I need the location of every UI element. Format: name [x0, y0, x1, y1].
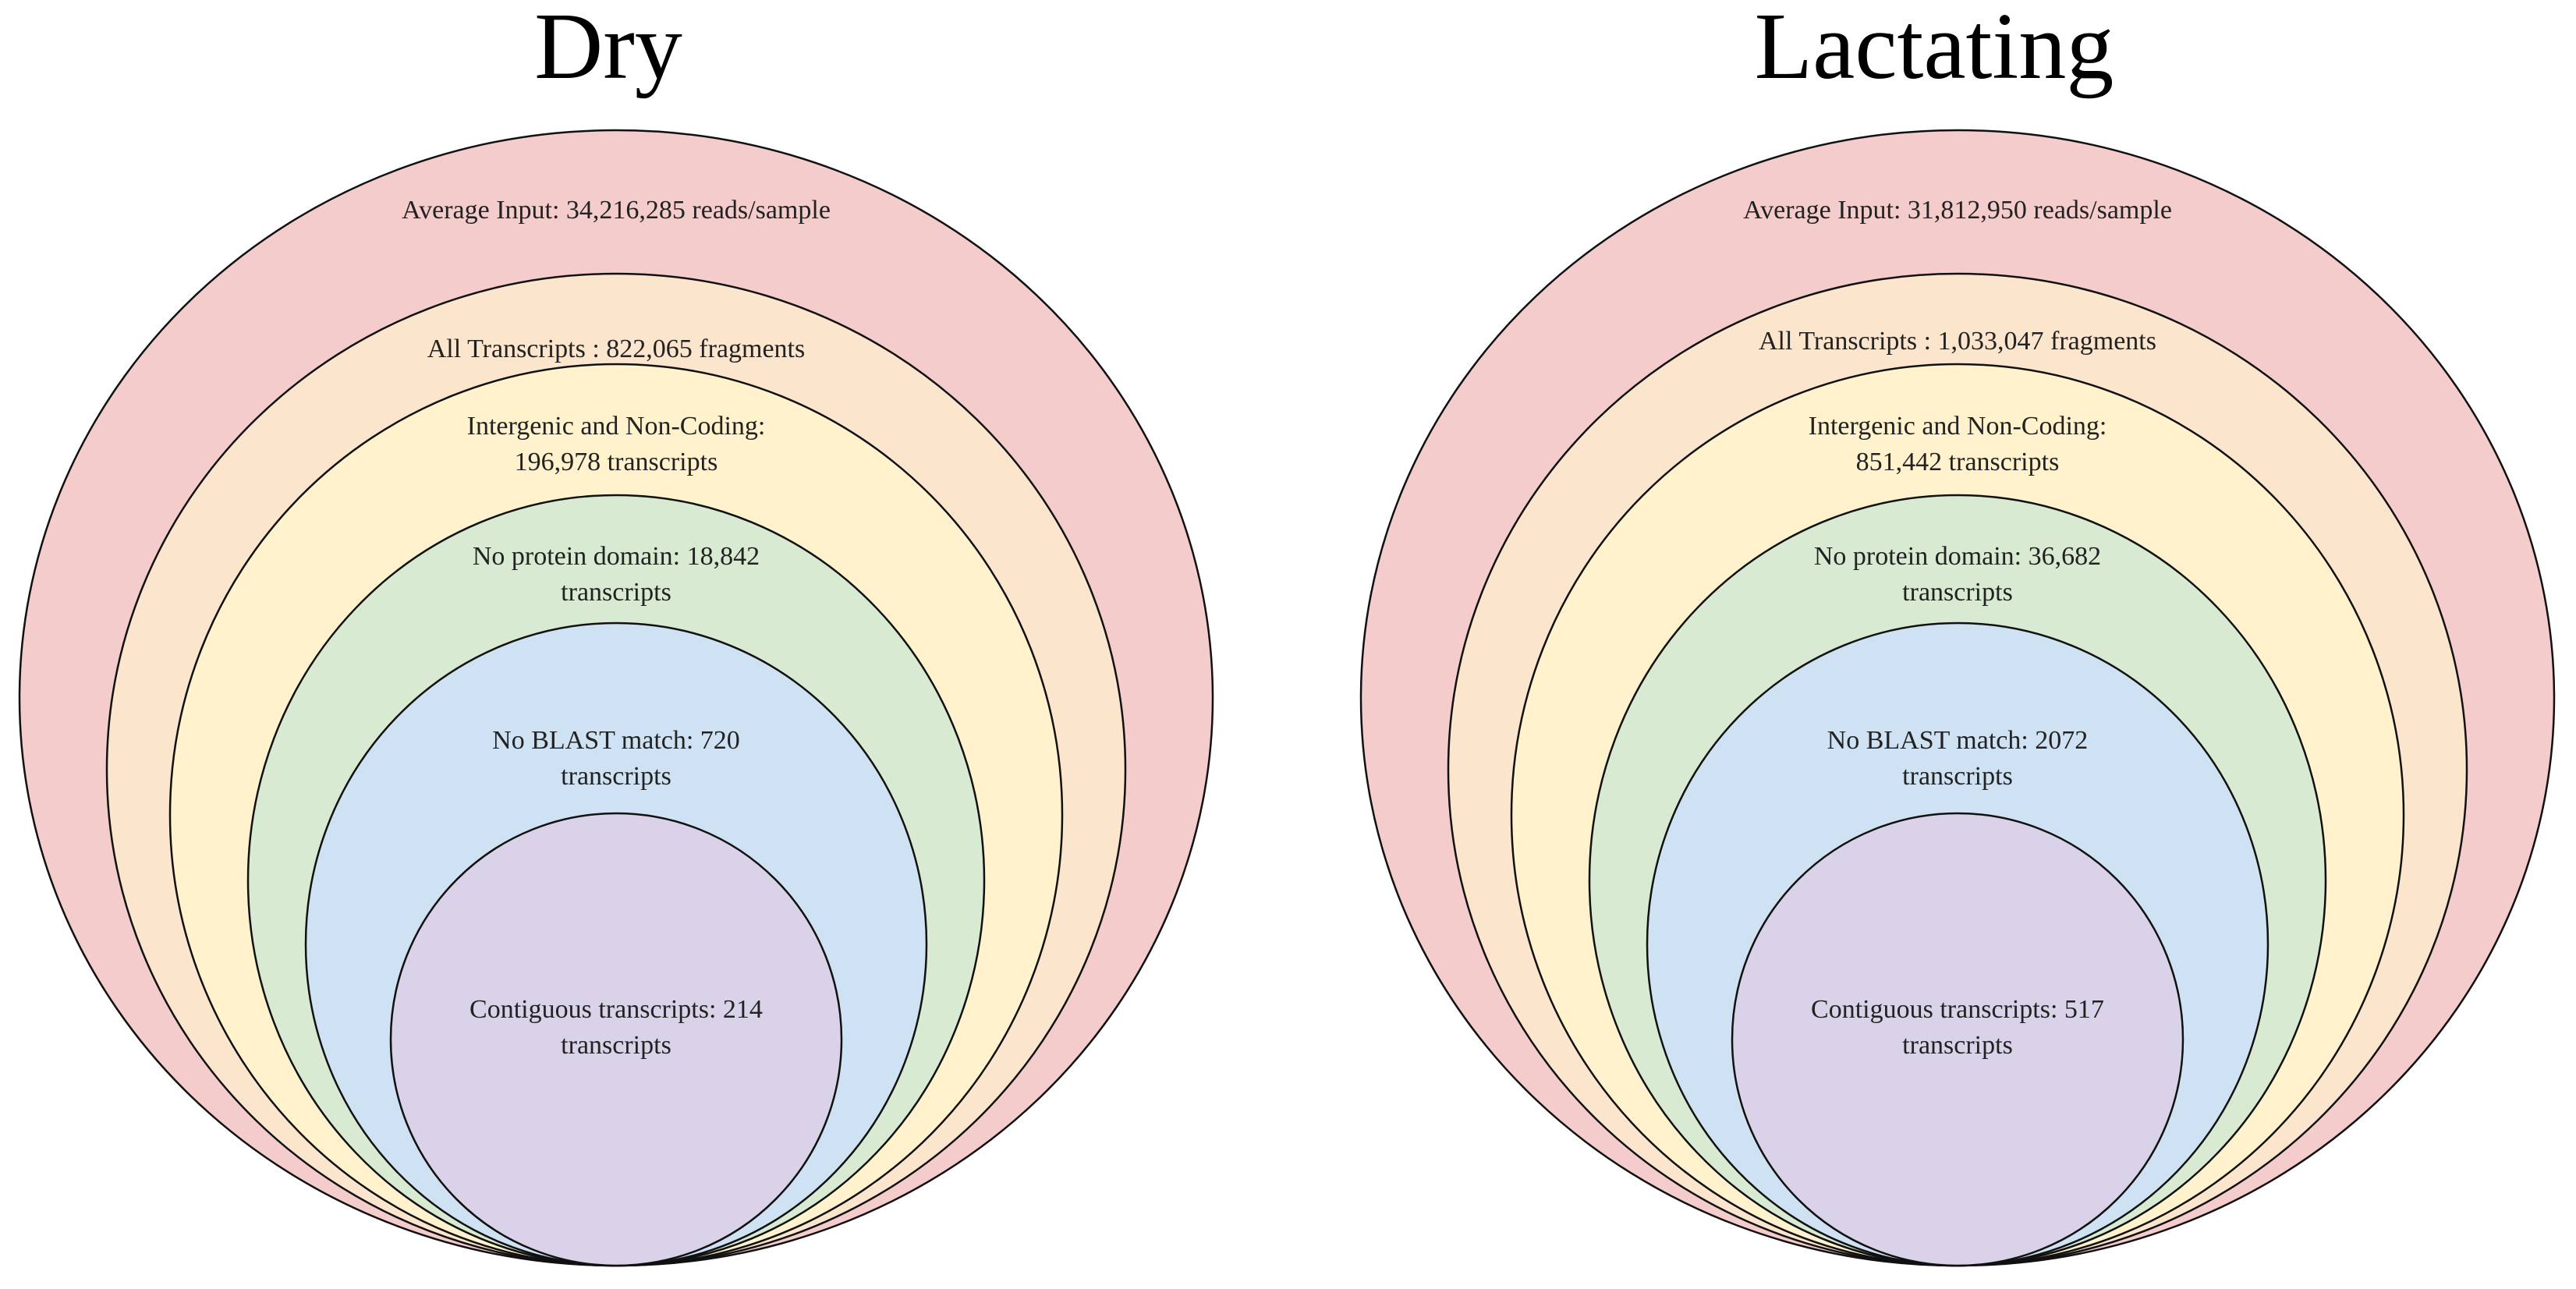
- label-no-blast-match-lactating-line-2: transcripts: [1902, 762, 2013, 791]
- label-average-input-lactating-line-1: Average Input: 31,812,950 reads/sample: [1743, 196, 2172, 225]
- label-no-blast-match-dry-line-2: transcripts: [561, 762, 671, 791]
- label-no-blast-match-lactating-line-1: No BLAST match: 2072: [1827, 726, 2089, 755]
- label-intergenic-noncoding-dry-line-1: Intergenic and Non-Coding:: [467, 412, 766, 441]
- label-all-transcripts-lactating-line-1: All Transcripts : 1,033,047 fragments: [1759, 327, 2156, 356]
- label-intergenic-noncoding-lactating-line-1: Intergenic and Non-Coding:: [1809, 412, 2107, 441]
- label-no-protein-domain-dry-line-2: transcripts: [561, 578, 671, 607]
- label-no-protein-domain-dry-line-1: No protein domain: 18,842: [473, 542, 760, 571]
- label-no-protein-domain-lactating-line-1: No protein domain: 36,682: [1814, 542, 2101, 571]
- panel-title-lactating: Lactating: [1755, 0, 2114, 99]
- panel-lactating: Average Input: 31,812,950 reads/sampleAl…: [1359, 0, 2556, 1267]
- label-contiguous-transcripts-dry-line-1: Contiguous transcripts: 214: [469, 995, 763, 1024]
- label-no-blast-match-dry-line-1: No BLAST match: 720: [492, 726, 740, 755]
- label-contiguous-transcripts-lactating-line-1: Contiguous transcripts: 517: [1811, 995, 2104, 1024]
- ring-contiguous-transcripts-lactating: [1731, 812, 2184, 1267]
- panel-title-dry: Dry: [534, 0, 682, 99]
- label-contiguous-transcripts-lactating-line-2: transcripts: [1902, 1031, 2013, 1060]
- label-contiguous-transcripts-dry-line-2: transcripts: [561, 1031, 671, 1060]
- label-intergenic-noncoding-dry-line-2: 196,978 transcripts: [515, 448, 718, 476]
- label-average-input-dry-line-1: Average Input: 34,216,285 reads/sample: [402, 196, 831, 225]
- ring-contiguous-transcripts-dry: [389, 812, 843, 1267]
- label-all-transcripts-dry-line-1: All Transcripts : 822,065 fragments: [427, 335, 805, 363]
- panel-dry: Average Input: 34,216,285 reads/sampleAl…: [18, 0, 1214, 1267]
- label-intergenic-noncoding-lactating-line-2: 851,442 transcripts: [1856, 448, 2060, 476]
- label-no-protein-domain-lactating-line-2: transcripts: [1902, 578, 2013, 607]
